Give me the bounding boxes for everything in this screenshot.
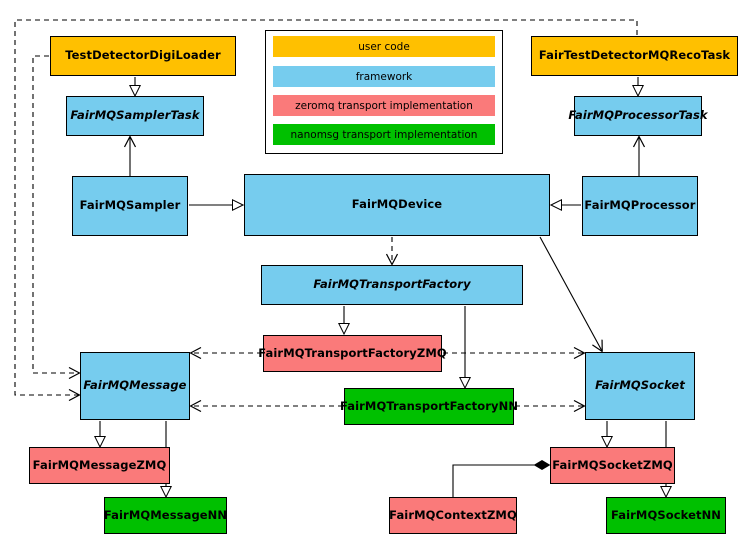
class-label: FairMQSocketZMQ bbox=[552, 457, 673, 472]
class-label: FairMQSocketNN bbox=[610, 507, 722, 522]
class-node-fairmqprocessortask[interactable]: FairMQProcessorTask bbox=[568, 96, 708, 136]
class-label: FairMQDevice bbox=[351, 197, 443, 212]
legend-label-nanomsg: nanomsg transport implementation bbox=[290, 128, 478, 141]
legend-item-nanomsg: nanomsg transport implementation bbox=[273, 124, 495, 145]
class-label: FairMQSamplerTask bbox=[70, 108, 200, 123]
class-node-fairmqtransportfactoryzmq[interactable]: FairMQTransportFactoryZMQ bbox=[258, 335, 447, 372]
class-label: FairMQTransportFactoryNN bbox=[339, 398, 519, 413]
class-label: FairMQProcessorTask bbox=[568, 108, 708, 123]
class-node-fairmqdevice[interactable]: FairMQDevice bbox=[244, 174, 550, 236]
class-label: FairMQMessageZMQ bbox=[32, 457, 167, 472]
class-node-fairmqsamplertask[interactable]: FairMQSamplerTask bbox=[66, 96, 204, 136]
class-node-fairmqsampler[interactable]: FairMQSampler bbox=[72, 176, 188, 236]
edge-device-socket bbox=[539, 236, 602, 351]
legend-label-user-code: user code bbox=[358, 40, 410, 53]
edge-socketzmq-contextzmq bbox=[452, 465, 549, 497]
class-label: FairMQContextZMQ bbox=[389, 507, 517, 522]
class-label: FairMQTransportFactory bbox=[313, 277, 471, 292]
class-label: FairMQTransportFactoryZMQ bbox=[258, 345, 447, 360]
class-label: FairMQMessage bbox=[83, 378, 187, 393]
class-node-fairmqsocketnn[interactable]: FairMQSocketNN bbox=[606, 497, 726, 534]
class-node-fairmqsocketzmq[interactable]: FairMQSocketZMQ bbox=[550, 447, 675, 484]
legend-label-framework: framework bbox=[355, 70, 413, 83]
legend-item-framework: framework bbox=[273, 66, 495, 87]
class-node-fairmqtransportfactory[interactable]: FairMQTransportFactory bbox=[261, 265, 523, 305]
class-node-fairmqmessagenn[interactable]: FairMQMessageNN bbox=[104, 497, 227, 534]
class-node-fairmqtransportfactorynn[interactable]: FairMQTransportFactoryNN bbox=[340, 388, 518, 425]
class-label: TestDetectorDigiLoader bbox=[65, 48, 221, 63]
legend-item-user-code: user code bbox=[273, 36, 495, 57]
class-label: FairMQSocket bbox=[595, 378, 685, 393]
class-label: FairTestDetectorMQRecoTask bbox=[538, 48, 731, 63]
class-node-fairmqmessage[interactable]: FairMQMessage bbox=[80, 352, 190, 420]
class-node-fairmqmessagezmq[interactable]: FairMQMessageZMQ bbox=[29, 447, 170, 484]
class-label: FairMQProcessor bbox=[584, 198, 696, 213]
class-label: FairMQMessageNN bbox=[103, 507, 228, 522]
legend-label-zeromq: zeromq transport implementation bbox=[295, 99, 473, 112]
class-node-fairmqcontextzmq[interactable]: FairMQContextZMQ bbox=[389, 497, 517, 534]
legend-item-zeromq: zeromq transport implementation bbox=[273, 95, 495, 116]
class-label: FairMQSampler bbox=[79, 198, 181, 213]
class-node-fairtestdetectormqrecotask[interactable]: FairTestDetectorMQRecoTask bbox=[531, 36, 738, 76]
class-node-fairmqsocket[interactable]: FairMQSocket bbox=[585, 352, 695, 420]
class-node-testdetectordigiloader[interactable]: TestDetectorDigiLoader bbox=[50, 36, 236, 76]
class-node-fairmqprocessor[interactable]: FairMQProcessor bbox=[582, 176, 698, 236]
